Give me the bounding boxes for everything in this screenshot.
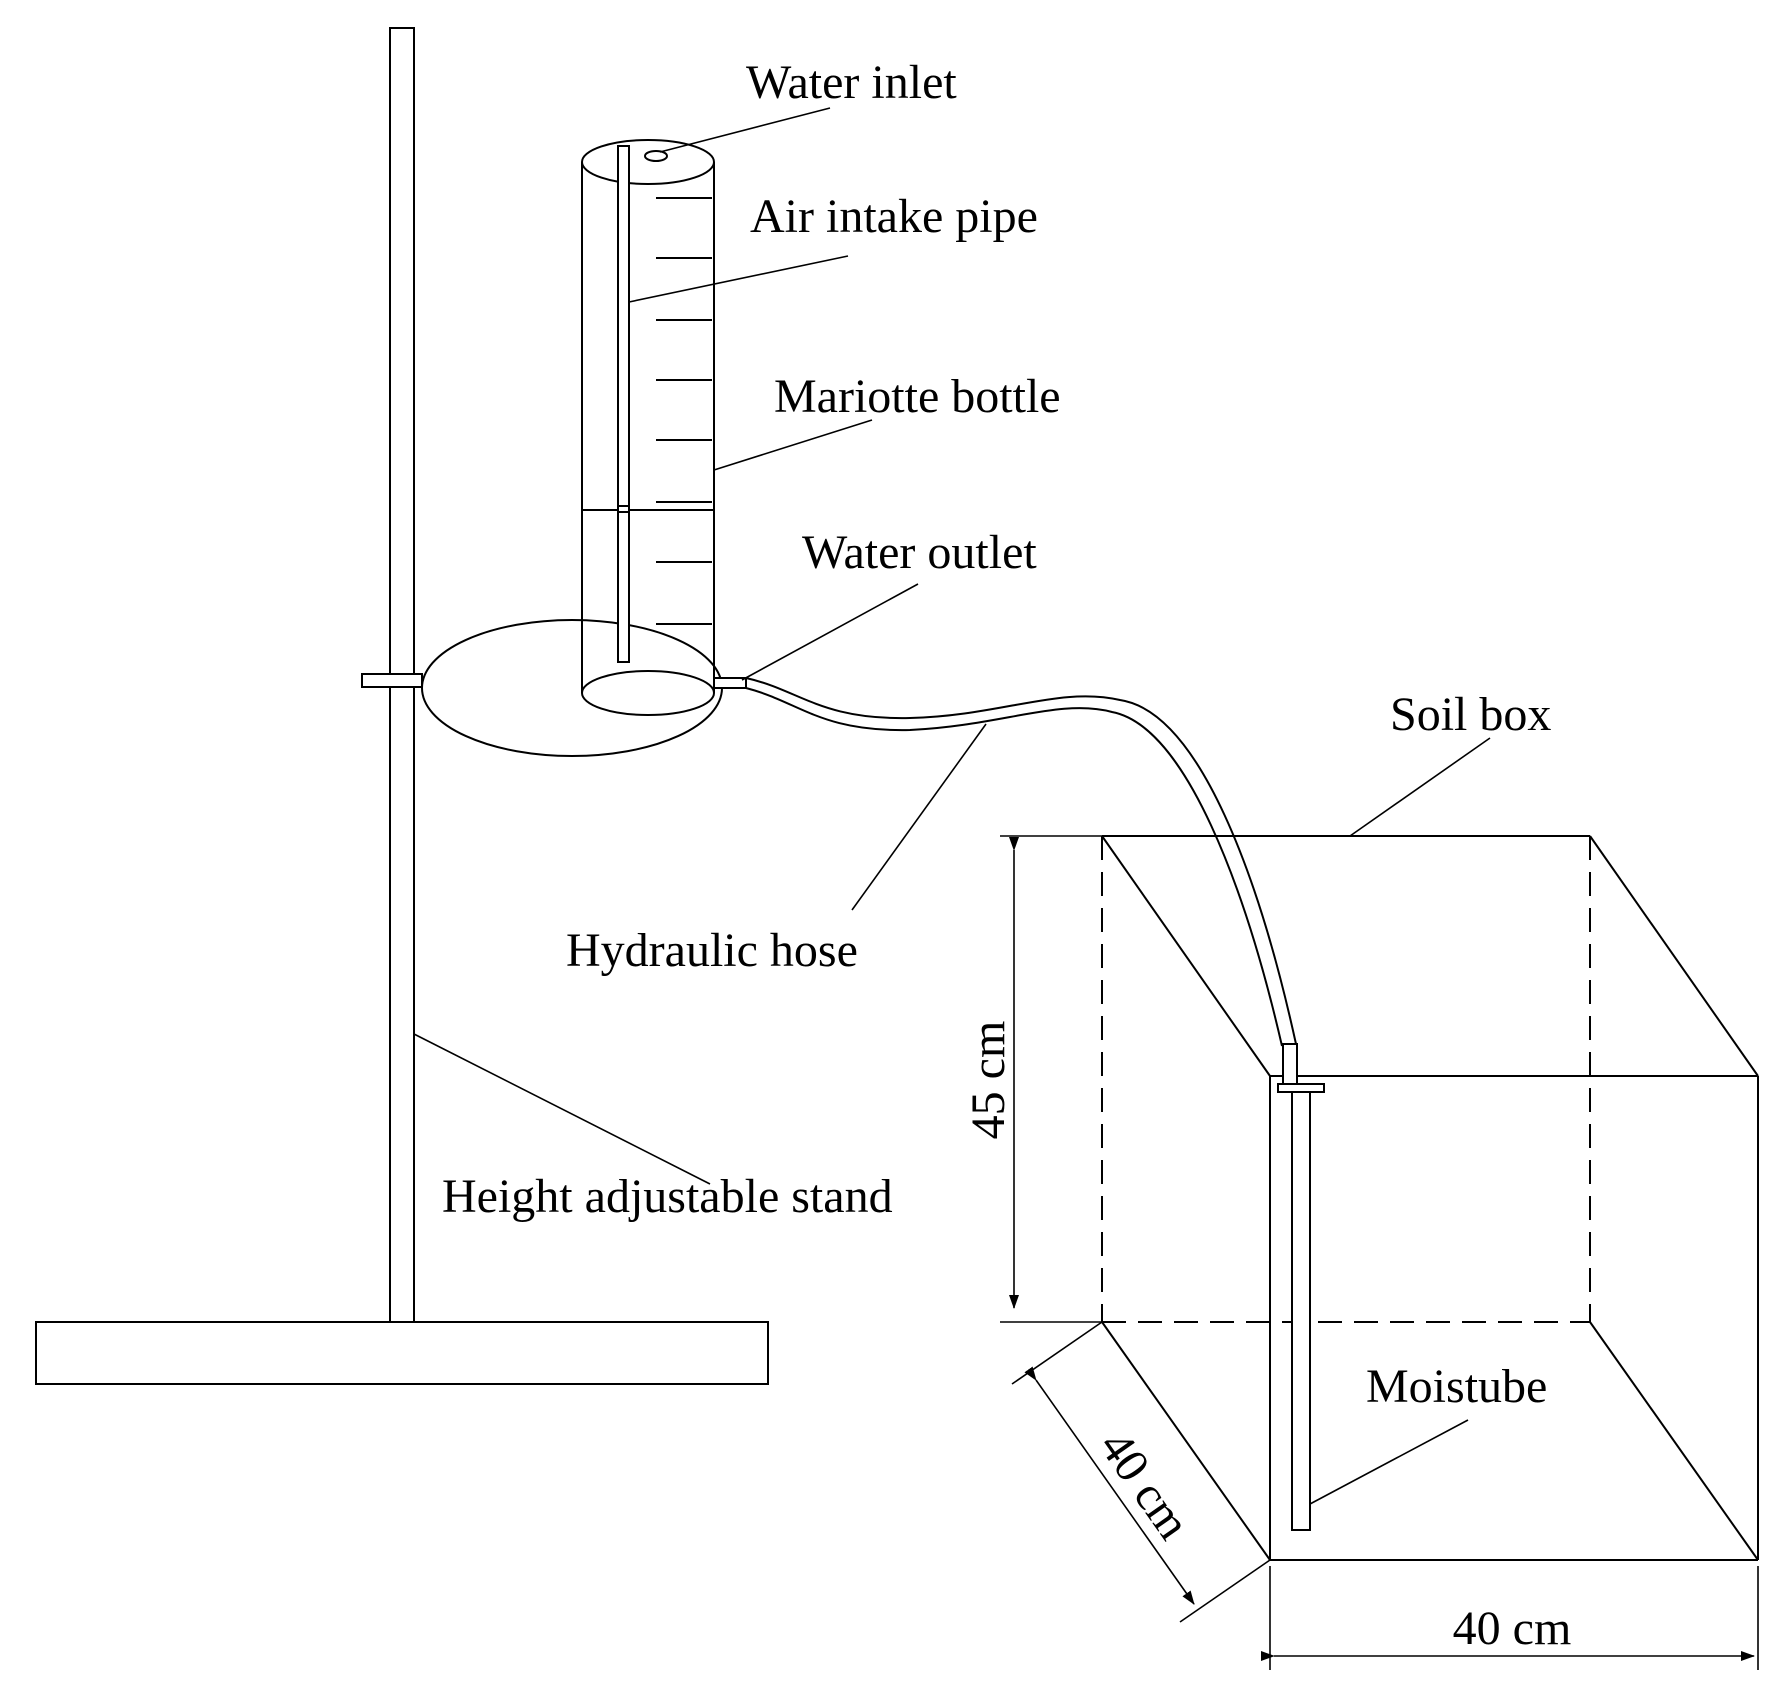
leader-water-outlet xyxy=(741,583,919,681)
water-inlet-opening xyxy=(644,150,668,162)
label-moistube: Moistube xyxy=(1366,1360,1547,1413)
dimension-width xyxy=(1261,1566,1759,1670)
dimension-depth xyxy=(1011,1321,1271,1623)
leader-water-inlet xyxy=(659,107,831,153)
dimension-height xyxy=(1000,835,1102,1323)
label-mariotte-bottle: Mariotte bottle xyxy=(774,370,1061,423)
label-water-inlet: Water inlet xyxy=(746,56,957,109)
bottle-top xyxy=(581,139,715,185)
leader-height-adjustable-stand xyxy=(413,1033,711,1185)
leader-soil-box xyxy=(1349,737,1491,837)
label-soil-box: Soil box xyxy=(1390,688,1551,741)
label-hydraulic-hose: Hydraulic hose xyxy=(566,924,858,977)
stand-clamp xyxy=(361,673,423,688)
mariotte-bottle xyxy=(581,139,747,716)
leader-moistube xyxy=(1309,1419,1469,1505)
water-outlet-nozzle xyxy=(713,677,747,689)
soil-box xyxy=(1101,835,1759,1561)
bottle-bottom xyxy=(581,670,715,716)
leader-mariotte-bottle xyxy=(713,419,873,471)
label-water-outlet: Water outlet xyxy=(802,526,1037,579)
height-adjustable-stand xyxy=(35,27,769,1385)
leader-air-intake-pipe xyxy=(628,255,849,303)
label-air-intake-pipe: Air intake pipe xyxy=(750,190,1038,243)
moistube xyxy=(1277,1043,1325,1531)
hydraulic-hose xyxy=(745,677,1297,1047)
dimension-depth-label: 40 cm xyxy=(1089,1421,1200,1549)
dimension-width-label: 40 cm xyxy=(1453,1602,1572,1655)
leader-hydraulic-hose xyxy=(851,723,987,911)
leader-lines xyxy=(413,107,1491,1505)
stand-base xyxy=(35,1321,769,1385)
bottle-scale-ticks xyxy=(656,197,712,625)
air-intake-pipe xyxy=(617,145,630,663)
label-height-adjustable-stand: Height adjustable stand xyxy=(442,1170,893,1223)
dimension-height-label: 45 cm xyxy=(962,1021,1015,1140)
